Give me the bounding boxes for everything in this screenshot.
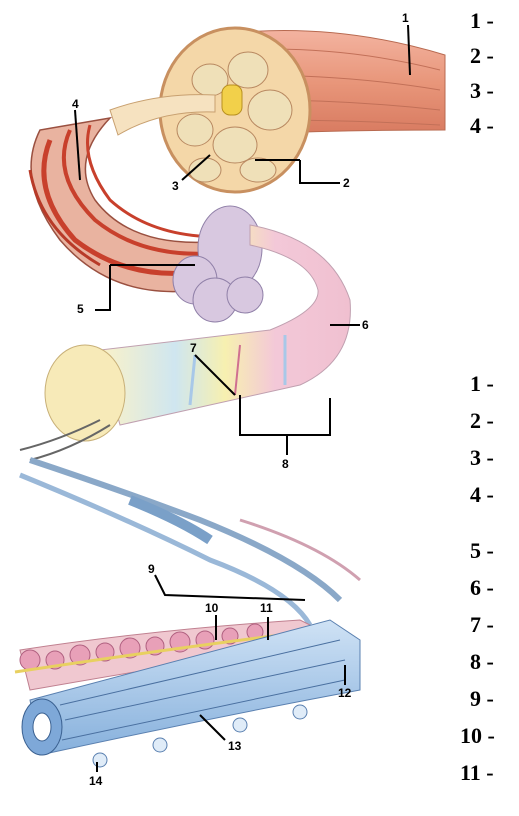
answer-bottom-5: 5 - (470, 540, 494, 562)
answer-bottom-7: 7 - (470, 614, 494, 636)
answer-bottom-1: 1 - (470, 373, 494, 395)
answer-bottom-6: 6 - (470, 577, 494, 599)
answer-top-3: 3 - (470, 80, 494, 102)
answer-top-1: 1 - (470, 10, 494, 32)
callout-3: 3 (172, 179, 179, 193)
callout-1: 1 (402, 11, 409, 25)
callout-7: 7 (190, 341, 197, 355)
answer-top-2: 2 - (470, 45, 494, 67)
myofibrils (20, 420, 360, 625)
answer-bottom-2: 2 - (470, 410, 494, 432)
answer-bottom-3: 3 - (470, 447, 494, 469)
callout-12: 12 (338, 686, 352, 700)
answer-bottom-10: 10 - (460, 725, 495, 747)
callout-13: 13 (228, 739, 242, 753)
callout-14: 14 (89, 774, 103, 788)
callout-10: 10 (205, 601, 219, 615)
answer-bottom-11: 11 - (460, 762, 494, 784)
answer-bottom-8: 8 - (470, 651, 494, 673)
callout-6: 6 (362, 318, 369, 332)
answer-bottom-4: 4 - (470, 484, 494, 506)
answer-top-4: 4 - (470, 115, 494, 137)
callout-9: 9 (148, 562, 155, 576)
callout-2: 2 (343, 176, 350, 190)
callout-5: 5 (77, 302, 84, 316)
callout-8: 8 (282, 457, 289, 471)
callout-11: 11 (260, 601, 273, 615)
answer-bottom-9: 9 - (470, 688, 494, 710)
callout-4: 4 (72, 97, 79, 111)
